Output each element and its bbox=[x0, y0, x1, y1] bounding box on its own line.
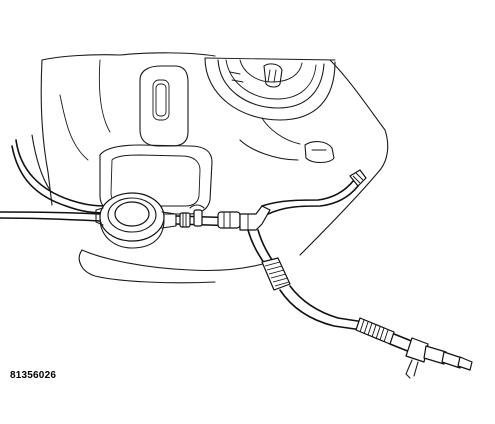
fuel-tank-outline bbox=[31, 52, 389, 284]
quick-connector-fitting bbox=[389, 333, 473, 379]
fuel-filter-canister bbox=[95, 192, 177, 249]
figure-number: 81356026 bbox=[10, 370, 57, 381]
hose-tee-fitting bbox=[239, 205, 271, 231]
fuel-pump-module-ring bbox=[204, 57, 336, 121]
vent-line bbox=[261, 169, 367, 215]
electrical-wires bbox=[0, 139, 109, 222]
tank-port-right bbox=[239, 117, 335, 164]
corrugated-hose-lower bbox=[355, 317, 395, 345]
corrugated-hose bbox=[247, 229, 291, 291]
fuel-hose-upper bbox=[175, 204, 241, 229]
fuel-hose-lower bbox=[279, 285, 365, 331]
tank-recess-left bbox=[139, 65, 189, 147]
